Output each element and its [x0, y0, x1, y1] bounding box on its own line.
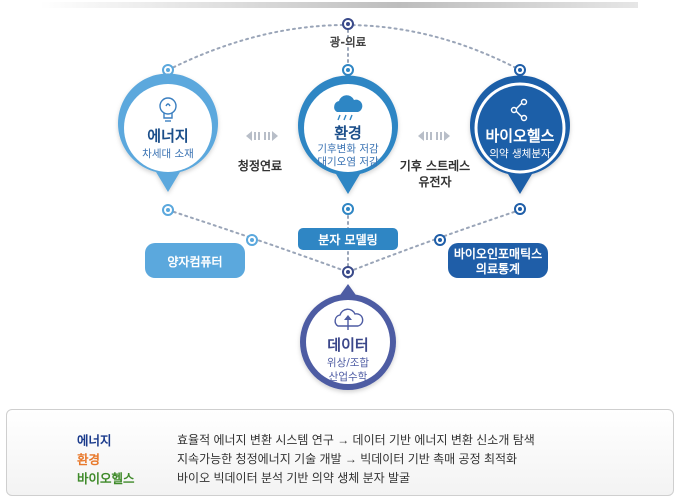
research-diagram: 광-의료 에너지 차세대 소재 환경 기후변화 저감 대기오염 저감 [117, 18, 570, 390]
node-data-title: 데이터 [327, 336, 368, 354]
label-gene: 유전자 [418, 174, 451, 189]
node-biohealth-title: 바이오헬스 [485, 127, 554, 145]
node-data[interactable]: 데이터 위상/조합 산업수학 [300, 284, 396, 390]
node-environment-sub-2: 대기오염 저감 [317, 156, 379, 168]
pill-molecular-text: 분자 모델링 [318, 232, 377, 247]
legend-row-environment: 환경 지속가능한 청정에너지 기술 개발 → 빅데이터 기반 촉매 공정 최적화 [77, 449, 517, 467]
node-environment-title: 환경 [334, 124, 362, 142]
node-biohealth-sub: 의약 생체분자 [489, 148, 551, 160]
pill-bioinformatics[interactable]: 바이오인포매틱스 의료통계 [448, 243, 548, 278]
legend-desc-environment: 지속가능한 청정에너지 기술 개발 → 빅데이터 기반 촉매 공정 최적화 [177, 451, 518, 466]
label-clean-fuel: 청정연료 [238, 158, 282, 173]
node-energy-title: 에너지 [147, 127, 188, 145]
legend-key-energy: 에너지 [77, 433, 112, 448]
pill-bioinfo-text-2: 의료통계 [476, 261, 520, 276]
pill-quantum-text: 양자컴퓨터 [167, 254, 222, 269]
pill-molecular-modeling[interactable]: 분자 모델링 [298, 228, 398, 250]
legend-desc-biohealth: 바이오 빅데이터 분석 기반 의약 생체 분자 발굴 [177, 470, 411, 485]
node-environment-sub-1: 기후변화 저감 [317, 143, 379, 155]
label-climate-stress: 기후 스트레스 [400, 158, 470, 173]
arrow-environment-biohealth [418, 131, 450, 141]
pill-bioinfo-text-1: 바이오인포매틱스 [454, 246, 542, 261]
legend-panel: 에너지 효율적 에너지 변환 시스템 연구 → 데이터 기반 에너지 변환 신소… [6, 409, 674, 496]
connector-dots [162, 18, 526, 278]
node-energy-sub: 차세대 소재 [142, 148, 194, 160]
legend-key-biohealth: 바이오헬스 [77, 471, 135, 486]
legend-row-biohealth: 바이오헬스 바이오 빅데이터 분석 기반 의약 생체 분자 발굴 [77, 468, 410, 486]
node-environment[interactable]: 환경 기후변화 저감 대기오염 저감 [298, 75, 399, 194]
node-data-sub-1: 위상/조합 [327, 356, 370, 369]
node-data-sub-2: 산업수학 [329, 370, 368, 383]
node-energy[interactable]: 에너지 차세대 소재 [117, 73, 218, 192]
legend-row-energy: 에너지 효율적 에너지 변환 시스템 연구 → 데이터 기반 에너지 변환 신소… [77, 430, 535, 448]
top-label: 광-의료 [330, 35, 367, 49]
arrow-energy-environment [246, 131, 278, 141]
share-icon [510, 98, 528, 122]
legend-key-environment: 환경 [77, 452, 101, 467]
legend-desc-energy: 효율적 에너지 변환 시스템 연구 → 데이터 기반 에너지 변환 신소개 탐색 [177, 432, 535, 447]
cloud-rain-icon [334, 95, 363, 121]
lightbulb-icon [159, 97, 177, 122]
cloud-upload-icon [334, 308, 364, 330]
node-biohealth[interactable]: 바이오헬스 의약 생체분자 [470, 75, 570, 194]
pill-quantum-computer[interactable]: 양자컴퓨터 [145, 243, 245, 278]
top-divider-bar [40, 2, 638, 8]
